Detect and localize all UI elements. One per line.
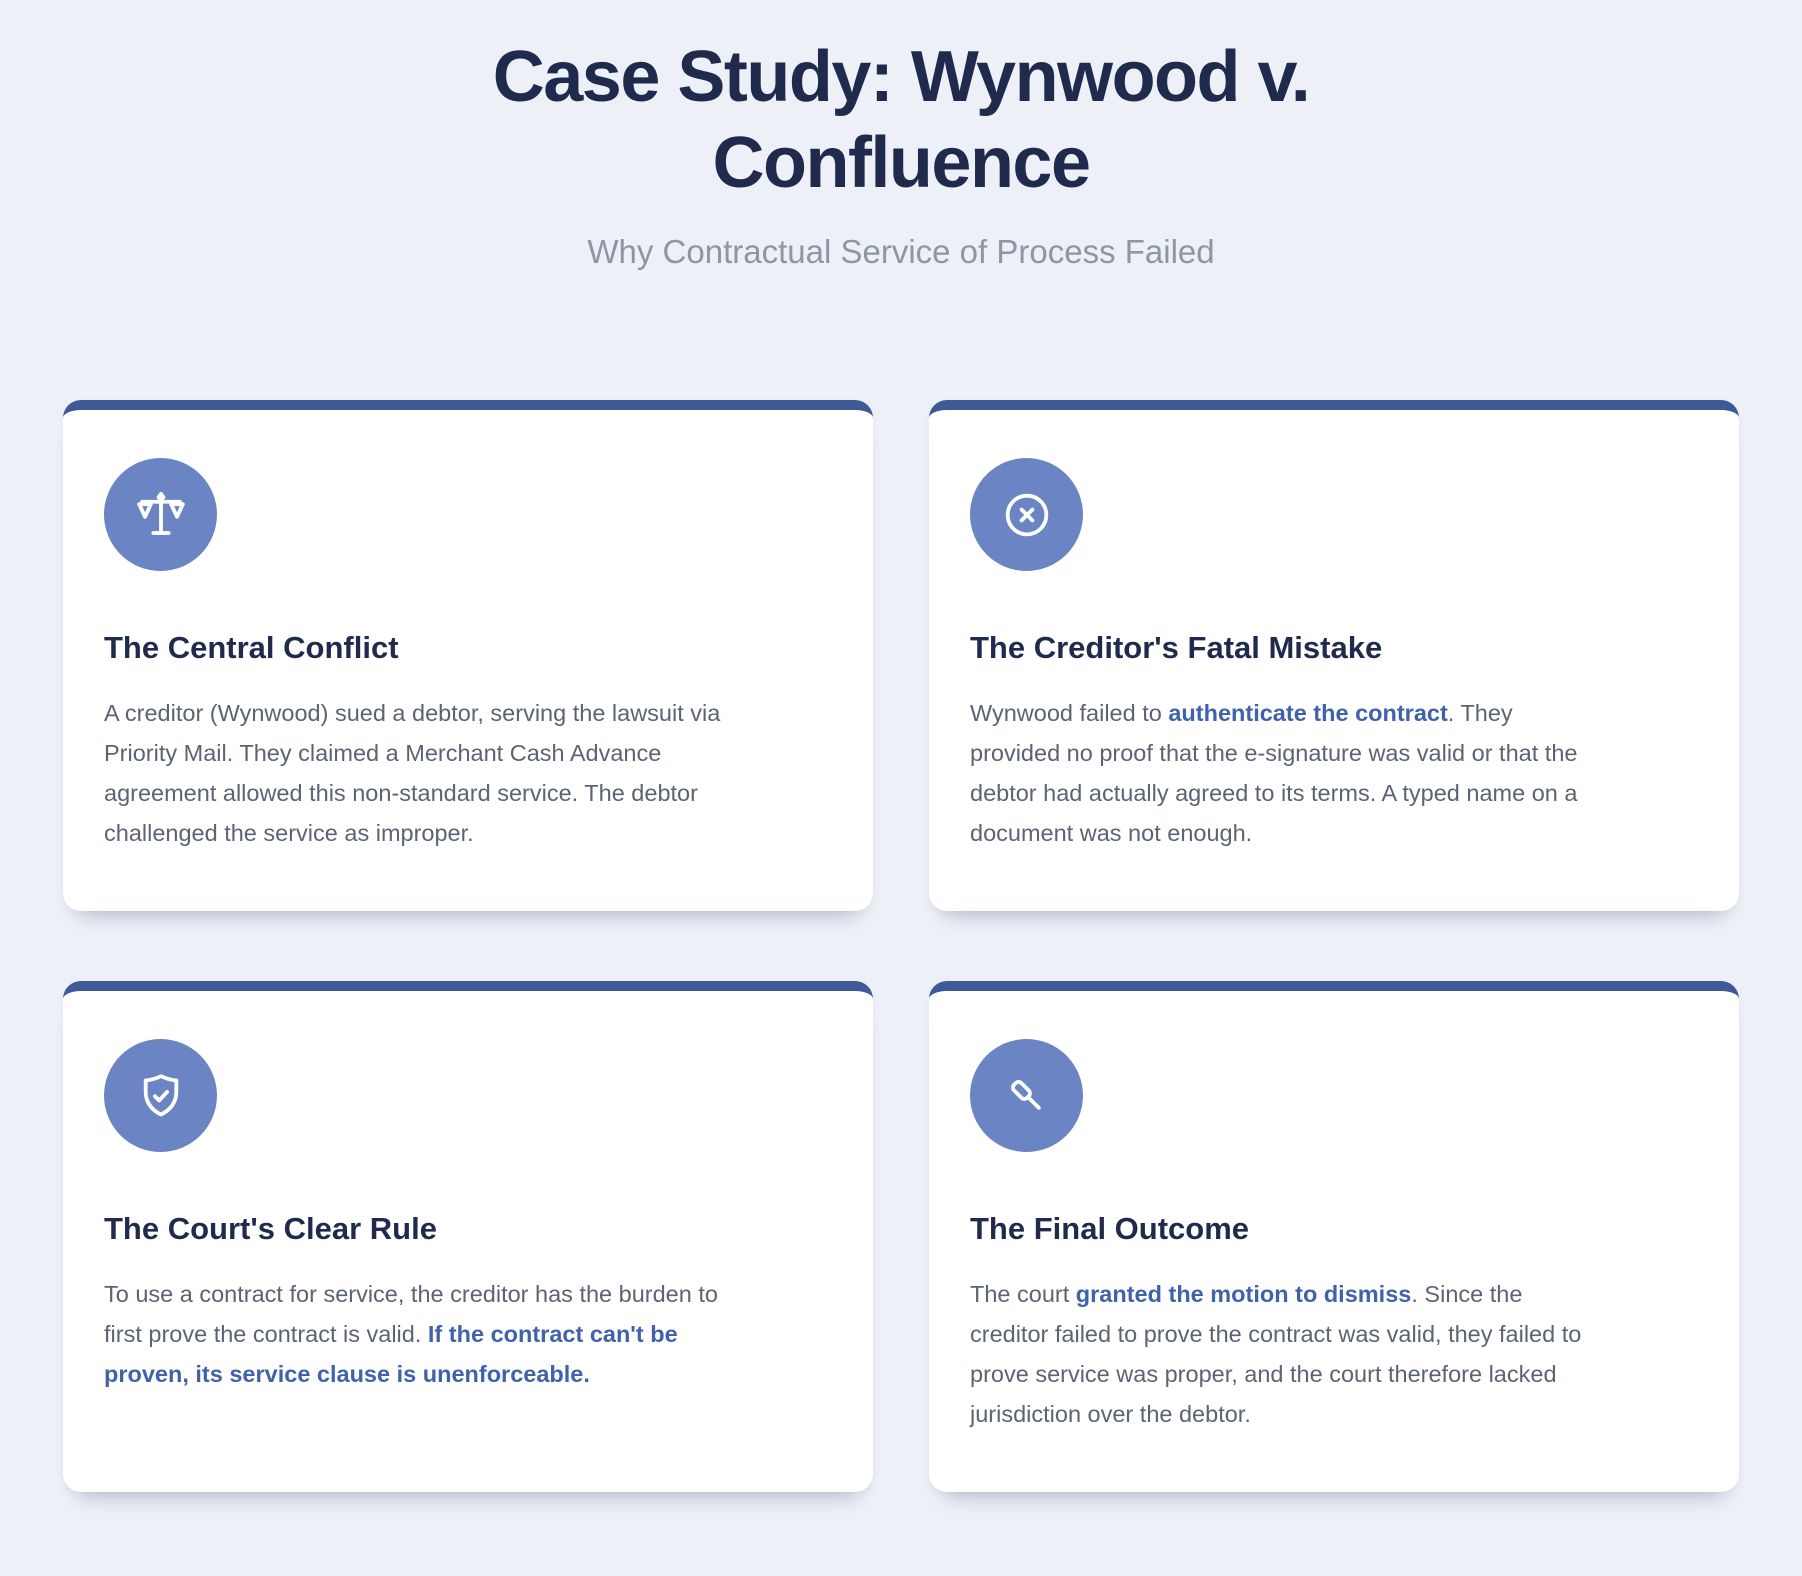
page-title: Case Study: Wynwood v. Confluence xyxy=(492,37,1311,203)
card-heading: The Court's Clear Rule xyxy=(104,1211,437,1246)
icon-circle xyxy=(970,458,1083,571)
card-creditors-fatal-mistake: The Creditor's Fatal Mistake Wynwood fai… xyxy=(929,400,1739,911)
icon-circle xyxy=(104,458,217,571)
icon-circle xyxy=(970,1039,1083,1152)
card-body: Wynwood failed to authenticate the contr… xyxy=(970,700,1578,846)
card-final-outcome: The Final Outcome The court granted the … xyxy=(929,981,1739,1492)
card-heading: The Central Conflict xyxy=(104,630,399,665)
x-circle-icon xyxy=(1005,493,1048,536)
shield-check-icon xyxy=(143,1073,178,1116)
card-courts-clear-rule: The Court's Clear Rule To use a contract… xyxy=(63,981,873,1492)
card-body: To use a contract for service, the credi… xyxy=(104,1281,718,1387)
gavel-icon xyxy=(1010,1079,1041,1110)
card-body: The court granted the motion to dismiss.… xyxy=(970,1281,1582,1427)
scales-icon xyxy=(136,491,185,535)
page-subtitle: Why Contractual Service of Process Faile… xyxy=(587,233,1215,270)
cards-grid: The Central Conflict A creditor (Wynwood… xyxy=(63,400,1739,1492)
icon-circle xyxy=(104,1039,217,1152)
card-heading: The Creditor's Fatal Mistake xyxy=(970,630,1383,665)
card-heading: The Final Outcome xyxy=(970,1211,1250,1246)
page-background: Case Study: Wynwood v. Confluence Why Co… xyxy=(63,37,1739,1492)
card-central-conflict: The Central Conflict A creditor (Wynwood… xyxy=(63,400,873,911)
card-body: A creditor (Wynwood) sued a debtor, serv… xyxy=(104,700,721,846)
